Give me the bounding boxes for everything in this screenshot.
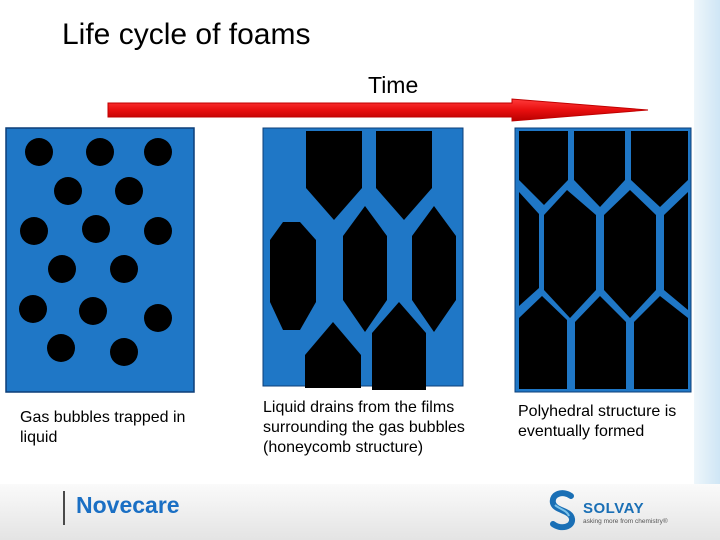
bubble xyxy=(47,334,75,362)
bubble xyxy=(110,338,138,366)
solvay-s-icon xyxy=(549,490,575,531)
time-arrow xyxy=(107,98,649,122)
bubble xyxy=(54,177,82,205)
bubble xyxy=(664,192,688,310)
bubble xyxy=(343,206,387,332)
novecare-logo: Novecare xyxy=(76,492,180,518)
bubble xyxy=(48,255,76,283)
bubble xyxy=(86,138,114,166)
bubble xyxy=(144,217,172,245)
bubble xyxy=(574,131,625,207)
bubble xyxy=(270,222,316,330)
stage-1-panel xyxy=(5,127,195,393)
bubble xyxy=(519,192,539,306)
bubble xyxy=(82,215,110,243)
bubble xyxy=(519,296,567,389)
bubble xyxy=(305,322,361,388)
stage-1-bubbles xyxy=(19,138,172,366)
bubble xyxy=(412,206,456,332)
bubble xyxy=(634,296,688,389)
bubble xyxy=(604,190,656,318)
stage-3-caption: Polyhedral structure is eventually forme… xyxy=(518,403,677,440)
bubble xyxy=(144,138,172,166)
footer-bar xyxy=(0,484,720,540)
slide-edge-decoration xyxy=(694,0,720,540)
bubble xyxy=(544,190,596,318)
stage-1-caption: Gas bubbles trapped in liquid xyxy=(20,409,186,446)
bubble xyxy=(306,131,362,220)
solvay-tagline: asking more from chemistry® xyxy=(583,518,668,525)
bubble xyxy=(20,217,48,245)
stage-2-caption: Liquid drains from the films surrounding… xyxy=(263,399,465,456)
bubble xyxy=(372,302,426,390)
stage-3-bubbles xyxy=(519,131,688,389)
bubble xyxy=(79,297,107,325)
solvay-wordmark: SOLVAY xyxy=(583,500,645,517)
bubble xyxy=(519,131,568,205)
time-label: Time xyxy=(368,72,419,98)
bubble xyxy=(631,131,688,207)
bubble xyxy=(110,255,138,283)
bubble xyxy=(144,304,172,332)
bubble xyxy=(19,295,47,323)
bubble xyxy=(115,177,143,205)
bubble xyxy=(376,131,432,220)
bubble xyxy=(25,138,53,166)
slide-title: Life cycle of foams xyxy=(62,18,311,51)
bubble xyxy=(575,296,626,389)
footer-divider xyxy=(63,491,65,525)
stage-2-bubbles xyxy=(270,131,456,390)
